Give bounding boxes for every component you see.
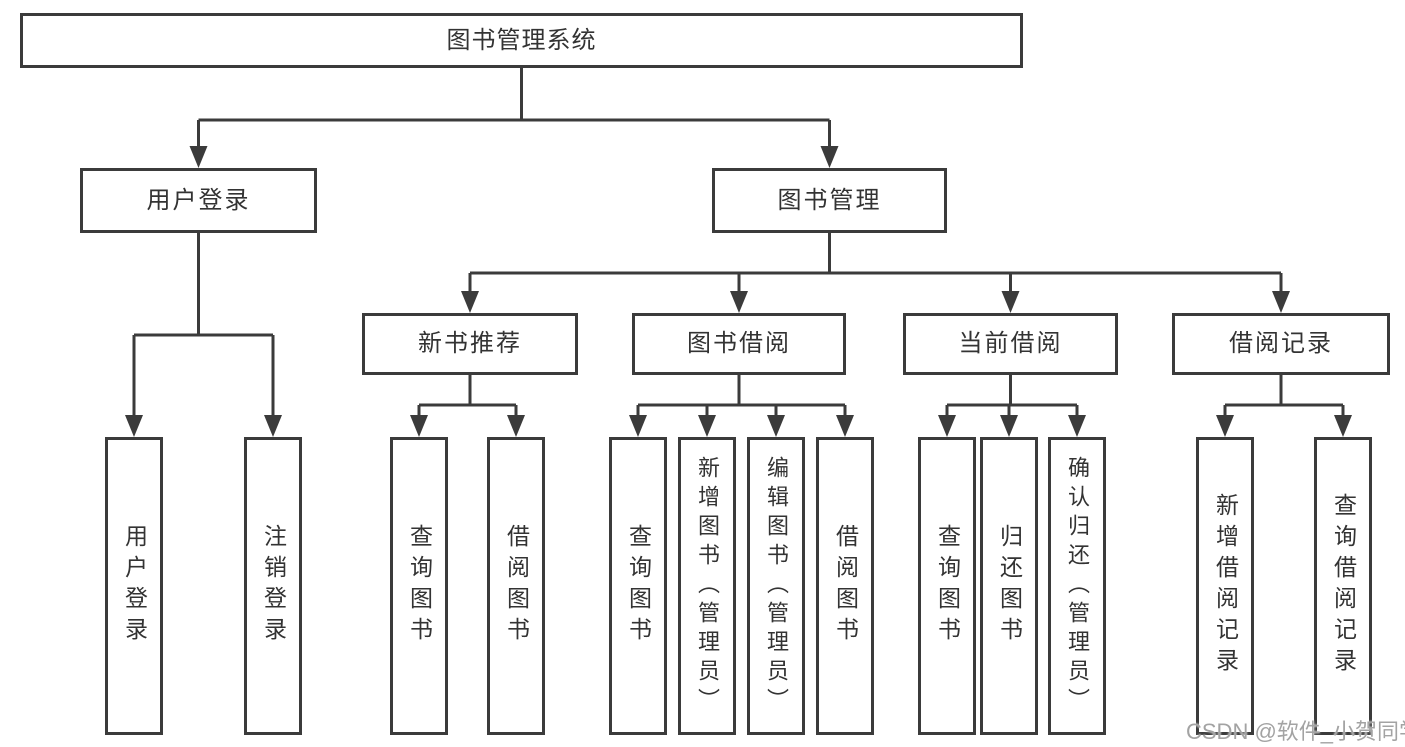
leaf-user-login: 用户登录	[105, 437, 163, 735]
watermark: CSDN @软件_小贺同学	[1186, 719, 1405, 744]
node-new-book-recommendation: 新书推荐	[362, 313, 578, 375]
leaf-label: 借阅图书	[832, 524, 859, 648]
leaf-label: 注销登录	[260, 524, 287, 648]
leaf-add-borrow-record: 新增借阅记录	[1196, 437, 1254, 735]
node-book-borrowing: 图书借阅	[632, 313, 846, 375]
leaf-label: 新增图书（管理员）	[695, 455, 720, 717]
leaf-label: 查询借阅记录	[1330, 493, 1357, 679]
leaf-query-books-recommend: 查询图书	[390, 437, 448, 735]
leaf-label: 编辑图书（管理员）	[764, 455, 789, 717]
leaf-label: 确认归还（管理员）	[1065, 455, 1090, 717]
leaf-borrow-books-recommend: 借阅图书	[487, 437, 545, 735]
node-library-management-system: 图书管理系统	[20, 13, 1023, 68]
leaf-logout: 注销登录	[244, 437, 302, 735]
node-label: 新书推荐	[418, 330, 522, 357]
leaf-label: 新增借阅记录	[1212, 493, 1239, 679]
leaf-label: 借阅图书	[503, 524, 530, 648]
leaf-edit-books-admin: 编辑图书（管理员）	[747, 437, 805, 735]
leaf-query-books-current: 查询图书	[918, 437, 976, 735]
leaf-label: 用户登录	[121, 524, 148, 648]
arrowhead-icons	[125, 146, 1352, 437]
leaf-label: 查询图书	[934, 524, 961, 648]
node-label: 用户登录	[146, 186, 251, 214]
node-user-login: 用户登录	[80, 168, 317, 233]
leaf-label: 归还图书	[996, 524, 1023, 648]
leaf-label: 查询图书	[406, 524, 433, 648]
node-label: 图书借阅	[687, 330, 791, 357]
node-book-management: 图书管理	[712, 168, 947, 233]
node-label: 图书管理	[777, 186, 882, 214]
node-label: 当前借阅	[958, 330, 1063, 357]
leaf-borrow-books: 借阅图书	[816, 437, 874, 735]
node-current-borrowing: 当前借阅	[903, 313, 1118, 375]
node-label: 图书管理系统	[446, 26, 597, 54]
node-borrowing-records: 借阅记录	[1172, 313, 1390, 375]
leaf-query-borrow-record: 查询借阅记录	[1314, 437, 1372, 735]
leaf-label: 查询图书	[625, 524, 652, 648]
leaf-return-books: 归还图书	[980, 437, 1038, 735]
leaf-query-books-borrow: 查询图书	[609, 437, 667, 735]
leaf-add-books-admin: 新增图书（管理员）	[678, 437, 736, 735]
node-label: 借阅记录	[1229, 330, 1333, 357]
leaf-confirm-return-admin: 确认归还（管理员）	[1048, 437, 1106, 735]
